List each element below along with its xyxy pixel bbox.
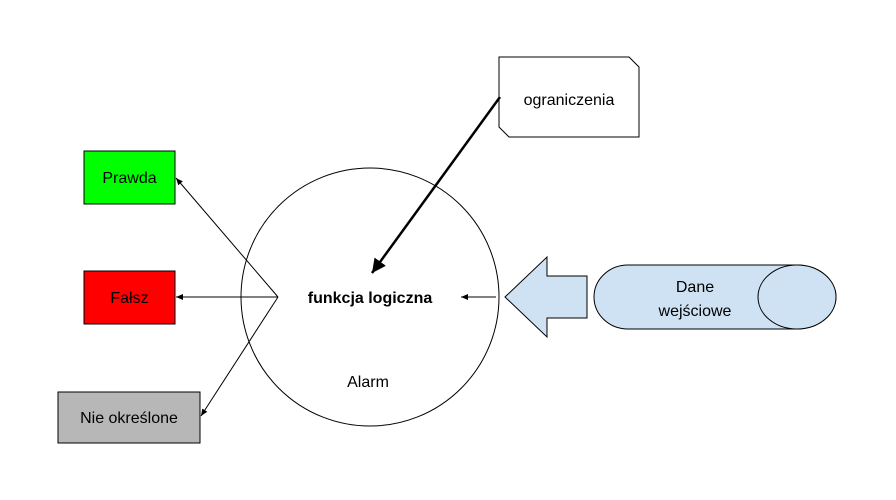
input-label-line2: wejściowe [658, 303, 732, 320]
output-false-label: Fałsz [110, 290, 148, 307]
input-cylinder-end [757, 264, 837, 330]
constraints-card [498, 56, 640, 138]
arrow-to-undefined [200, 296, 279, 417]
input-block-arrow [504, 255, 588, 339]
output-true-label: Prawda [102, 170, 156, 187]
constraints-arrow [370, 96, 502, 274]
output-true-box [83, 150, 176, 205]
arrow-to-true [175, 177, 279, 298]
logic-function-title: funkcja logiczna [308, 290, 433, 307]
output-undefined-label: Nie określone [80, 410, 178, 427]
output-undefined-box [57, 391, 201, 444]
constraints-label: ograniczenia [524, 92, 615, 109]
alarm-label: Alarm [347, 374, 389, 391]
input-label-line1: Dane [676, 279, 714, 296]
output-false-box [83, 270, 176, 325]
